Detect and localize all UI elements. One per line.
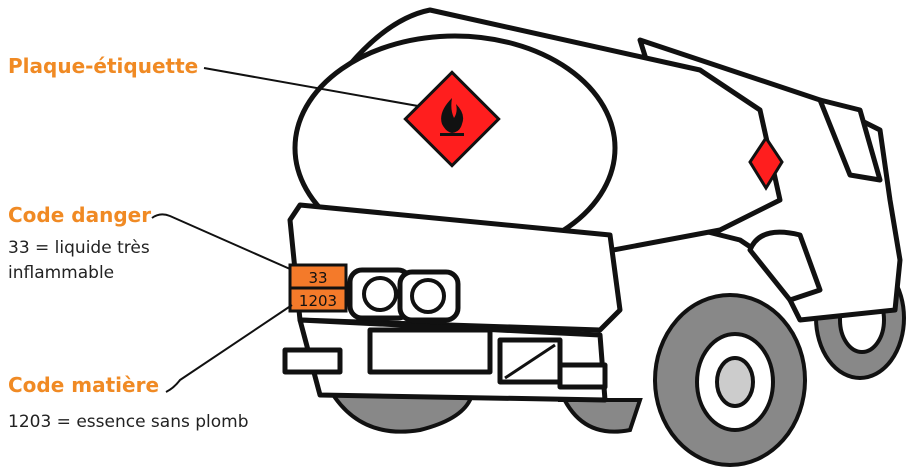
label-code-danger: Code danger — [8, 203, 151, 227]
code-danger-desc-line1: 33 = liquide très — [8, 236, 150, 261]
code-danger-desc-line2: inflammable — [8, 261, 150, 286]
label-plaque-etiquette: Plaque-étiquette — [8, 54, 198, 78]
orange-hazard-plate: 33 1203 — [290, 265, 346, 311]
code-danger-description: 33 = liquide très inflammable — [8, 236, 150, 286]
plate-substance-code: 1203 — [299, 292, 337, 310]
label-code-matiere: Code matière — [8, 373, 159, 397]
plate-danger-code: 33 — [308, 269, 327, 287]
code-matiere-description: 1203 = essence sans plomb — [8, 410, 249, 435]
